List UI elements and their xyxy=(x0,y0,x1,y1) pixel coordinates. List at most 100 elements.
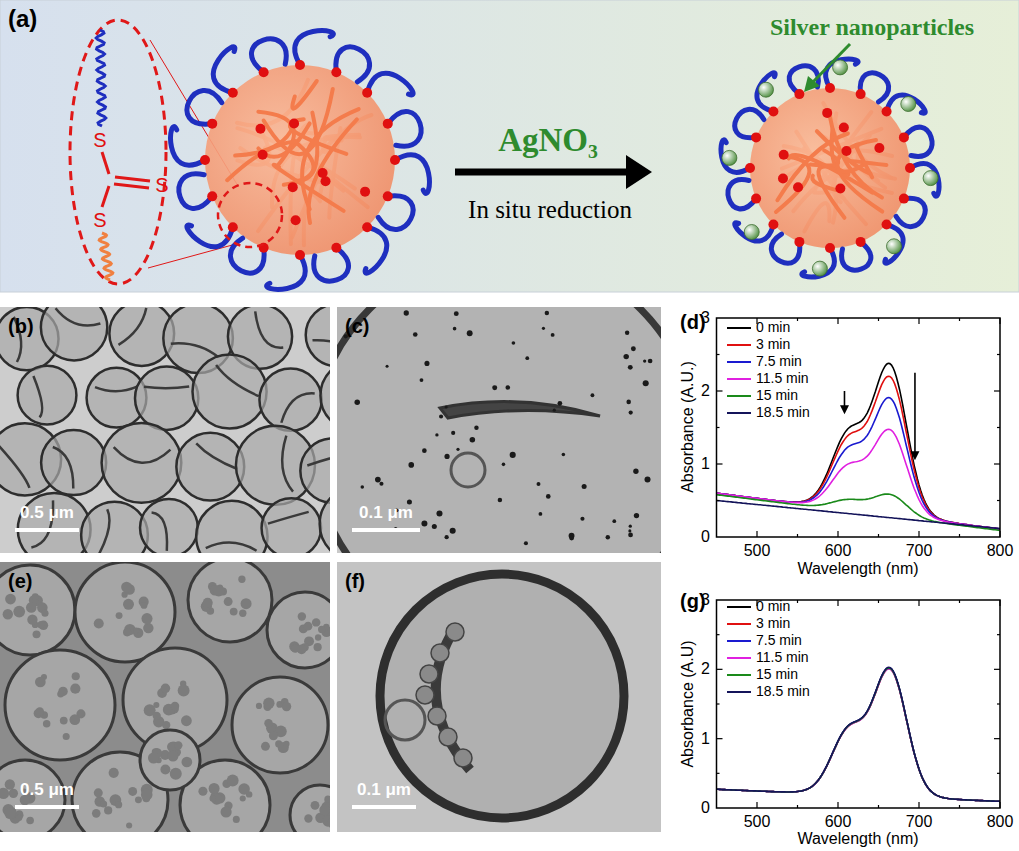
trithiocarbonate-dot xyxy=(295,60,305,70)
inner-grain xyxy=(431,644,449,662)
corona-chain xyxy=(885,225,903,264)
silver-dot xyxy=(450,528,456,534)
inner-grain xyxy=(32,593,39,600)
inner-grain xyxy=(213,585,225,597)
legend-text: 15 min xyxy=(756,667,798,682)
trithiocarbonate-dot xyxy=(794,237,804,247)
sphere-fold xyxy=(171,343,219,357)
silver-dot xyxy=(625,331,629,335)
sphere-fold xyxy=(0,446,29,488)
silver-dot xyxy=(569,536,574,541)
x-tick xyxy=(999,318,1000,324)
axis-title: Absorbance (A.U) xyxy=(679,640,697,767)
trithiocarbonate-dot xyxy=(751,132,761,142)
silver-dot xyxy=(643,380,649,386)
silver-dot xyxy=(498,498,502,502)
inner-grain xyxy=(304,622,313,631)
sphere-fold xyxy=(98,509,109,553)
inner-grain xyxy=(100,800,107,807)
trithiocarbonate-dot xyxy=(390,155,400,165)
pointer-arrow xyxy=(812,44,850,83)
y-tick-label: 3 xyxy=(701,309,710,327)
sphere-fold xyxy=(281,393,314,422)
legend-text: 11.5 min xyxy=(756,371,809,386)
inner-grain xyxy=(0,788,9,799)
legend-line xyxy=(727,674,751,676)
hollow-sphere xyxy=(18,366,77,425)
y-tick xyxy=(997,703,1000,704)
corona-chain xyxy=(367,73,413,95)
inner-grain xyxy=(141,613,152,624)
trithiocarbonate-dot xyxy=(321,176,331,186)
inner-grain xyxy=(94,618,104,628)
pointer-arrowhead xyxy=(804,76,820,92)
spectrum-line xyxy=(717,501,1001,529)
silver-nanoparticle xyxy=(923,171,938,186)
inner-grain xyxy=(439,728,457,746)
tem-image xyxy=(337,307,661,553)
legend-line xyxy=(727,691,751,693)
silver-dot xyxy=(386,365,389,368)
panel-letter: (f) xyxy=(345,570,365,592)
atom-symbol: S xyxy=(93,209,106,231)
sphere-fold xyxy=(118,308,146,345)
sphere-fold xyxy=(268,512,309,524)
silver-nanoparticle xyxy=(722,150,737,165)
silver-dot xyxy=(354,399,360,405)
hollow-sphere xyxy=(188,562,272,642)
hollow-sphere xyxy=(18,493,91,553)
hollow-sphere xyxy=(320,360,330,430)
reaction-arrow xyxy=(455,169,628,176)
x-tick xyxy=(797,318,798,321)
hollow-sphere xyxy=(81,502,148,553)
inner-grain xyxy=(143,623,153,633)
legend-text: 18.5 min xyxy=(756,684,810,699)
y-tick xyxy=(997,500,1000,501)
legend-line xyxy=(727,344,751,346)
hollow-sphere xyxy=(41,430,106,495)
inner-grain xyxy=(275,740,282,747)
inner-grain xyxy=(238,783,250,795)
silver-dot xyxy=(420,378,424,382)
inner-grain xyxy=(209,783,220,794)
corona-chain xyxy=(171,127,205,166)
hollow-sphere xyxy=(290,785,330,832)
trithiocarbonate-dot xyxy=(882,220,892,230)
trithiocarbonate-dot xyxy=(856,89,866,99)
silver-dot xyxy=(633,469,638,474)
trithiocarbonate-dot xyxy=(822,108,832,118)
x-tick-label: 700 xyxy=(906,542,933,560)
hollow-sphere xyxy=(306,307,330,366)
inner-grain xyxy=(210,795,216,801)
silver-dot xyxy=(467,330,473,336)
hollow-sphere xyxy=(320,487,330,553)
silver-nanoparticle xyxy=(744,225,759,240)
micelle-with-silver xyxy=(721,59,939,277)
callout-text: Silver nanoparticles xyxy=(770,14,974,40)
silver-dot xyxy=(524,541,528,545)
tem-image xyxy=(0,307,330,553)
legend-line xyxy=(727,412,751,414)
x-tick xyxy=(837,600,838,606)
x-tick-label: 800 xyxy=(987,542,1014,560)
x-tick xyxy=(959,534,960,537)
silver-dot xyxy=(545,311,549,315)
corona-chain xyxy=(860,73,888,102)
inner-grain xyxy=(297,645,307,655)
silver-dot xyxy=(631,346,636,351)
inner-grain xyxy=(283,741,289,747)
sphere-fold xyxy=(282,436,293,492)
x-tick-label: 800 xyxy=(987,813,1014,831)
hollow-sphere xyxy=(300,438,330,503)
corona-chain xyxy=(771,234,799,263)
y-tick-label: 1 xyxy=(701,730,710,748)
y-tick xyxy=(994,669,1000,670)
hollow-sphere xyxy=(41,307,107,360)
silver-dot xyxy=(629,411,633,415)
inner-grain xyxy=(63,733,70,740)
corona-chain xyxy=(728,180,756,209)
legend-line xyxy=(727,623,751,625)
scale-label: 0.5 μm xyxy=(20,504,74,523)
inner-grain xyxy=(269,731,278,740)
inner-grain xyxy=(116,612,123,619)
